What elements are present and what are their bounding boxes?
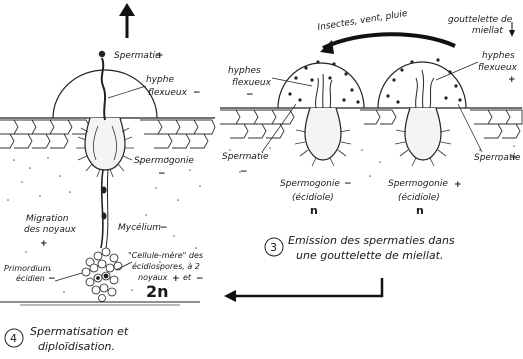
- label-cellule-mere-1: "Cellule-mère" des: [128, 250, 203, 260]
- left-honeydew-drop: [278, 63, 364, 108]
- label-primordium-sign: −: [48, 274, 56, 284]
- label-migration-sign: +: [40, 239, 48, 249]
- aecial-primordium: [82, 248, 122, 302]
- up-arrow-icon: [119, 3, 135, 38]
- label-vectors: Insectes, vent, pluie: [317, 9, 409, 33]
- label-spermatie-left: Spermatie: [222, 152, 269, 162]
- label-cellule-mere-plus: +: [172, 274, 180, 284]
- spermogonium-flask: [76, 118, 134, 177]
- label-flexueux-left: flexueux: [232, 78, 272, 88]
- label-spermogonie-right-sign: +: [454, 180, 462, 190]
- spermatium: [99, 51, 105, 57]
- label-miellat: miellat: [472, 26, 503, 36]
- label-n-left: n: [310, 204, 318, 217]
- label-mycelium: Mycélium: [118, 222, 161, 233]
- label-spermatie: Spermatie: [114, 51, 161, 61]
- label-cellule-mere-3: noyaux: [138, 273, 168, 282]
- label-spermogonie: Spermogonie: [134, 156, 194, 166]
- label-primordium: Primordium: [4, 264, 51, 273]
- step4-line1: Spermatisation et: [30, 325, 129, 338]
- label-cellule-mere-et: et: [183, 273, 192, 282]
- label-cellule-mere-2: écidiospores, à 2: [132, 261, 200, 271]
- label-flexueux: flexueux: [148, 88, 188, 98]
- label-hyphes-left-sign: −: [246, 90, 254, 100]
- step3-number: 3: [270, 241, 277, 254]
- label-spermatie-sign: +: [156, 51, 164, 61]
- label-hyphes-left: hyphes: [228, 66, 261, 76]
- label-cellule-mere-minus: −: [196, 274, 204, 284]
- flexuous-hypha: [102, 58, 105, 120]
- right-spermogonium-flask: [395, 70, 451, 166]
- label-des-noyaux: des noyaux: [24, 225, 77, 235]
- label-migration: Migration: [26, 214, 69, 224]
- label-hyphes-right: hyphes: [482, 51, 515, 61]
- right-epidermis-cells: [220, 110, 522, 138]
- left-panel: Spermatie + hyphe flexueux − Spermogonie…: [0, 3, 215, 305]
- label-hyphe-sign: −: [193, 88, 201, 98]
- label-spermogonie-left-sign: −: [344, 179, 352, 189]
- label-hyphes-right-sign: +: [508, 75, 516, 85]
- right-honeydew-drop: [378, 62, 466, 108]
- label-gouttelette: gouttelette de: [448, 15, 513, 25]
- label-hyphe: hyphe: [146, 75, 174, 85]
- label-n-right: n: [416, 204, 424, 217]
- label-spermatie-right-sign: +: [510, 153, 518, 163]
- right-drop-spermatia: [386, 58, 461, 103]
- transfer-arc-arrow-icon: [320, 34, 455, 54]
- mycelium-stalk: [101, 170, 108, 248]
- step3-line2: une gouttelette de miellat.: [296, 249, 443, 262]
- return-arrow-icon: [224, 278, 382, 302]
- label-ecidien: écidien: [16, 273, 45, 283]
- label-2n: 2n: [146, 282, 169, 301]
- label-ecidiole-left: (écidiole): [292, 192, 334, 203]
- label-flexueux-right: flexueux: [478, 63, 518, 73]
- step4-number: 4: [10, 332, 17, 345]
- left-drop-spermatia: [288, 60, 359, 103]
- label-spermogonie-right: Spermogonie: [388, 179, 448, 189]
- right-panel: Insectes, vent, pluie gouttelette de mie…: [220, 9, 522, 217]
- right-mesophyll-stipple: [229, 145, 515, 177]
- step4-line2: diploïdisation.: [38, 340, 115, 353]
- label-spermatie-left-sign: −: [240, 167, 248, 177]
- left-spermogonium-flask: [295, 74, 351, 166]
- step3-caption: 3 Emission des spermaties dans une goutt…: [265, 234, 455, 262]
- step3-line1: Emission des spermaties dans: [288, 234, 455, 247]
- label-spermogonie-left: Spermogonie: [280, 179, 340, 189]
- label-ecidiole-right: (écidiole): [398, 192, 440, 203]
- label-spermogonie-sign: −: [158, 169, 166, 179]
- step4-caption: 4 Spermatisation et diploïdisation.: [5, 325, 129, 353]
- label-mycelium-sign: −: [160, 223, 168, 233]
